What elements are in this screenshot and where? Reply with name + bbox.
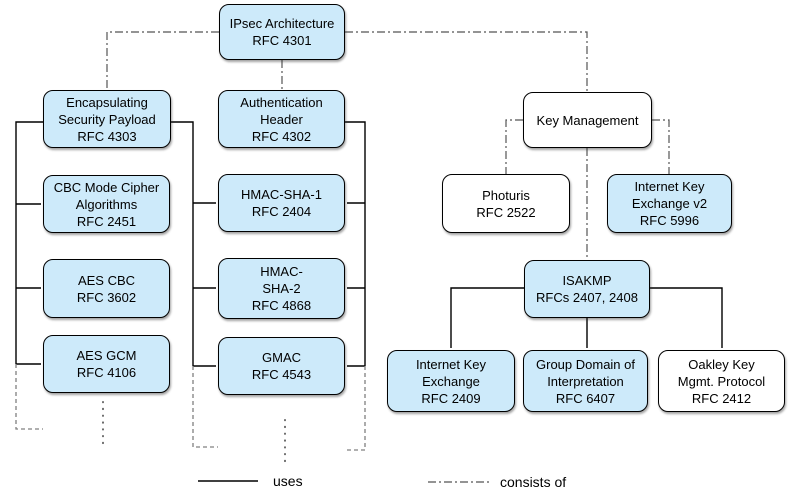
node-oakley-key-mgmt-protocol: Oakley Key Mgmt. Protocol RFC 2412	[658, 350, 785, 412]
node-rfc: RFC 4303	[77, 128, 137, 144]
legend-consists-of-label: consists of	[500, 474, 567, 490]
node-label: Oakley Key	[688, 356, 755, 372]
node-rfc: RFC 2409	[421, 390, 481, 406]
node-label: Security Payload	[58, 111, 156, 127]
node-hmac-sha-2: HMAC- SHA-2 RFC 4868	[218, 258, 345, 319]
node-aes-cbc: AES CBC RFC 3602	[43, 259, 170, 318]
node-label: Key Management	[536, 112, 639, 128]
edge-uses-isakmp-ike	[450, 287, 524, 348]
node-rfc: RFC 6407	[555, 390, 616, 406]
node-encapsulating-security-payload: Encapsulating Security Payload RFC 4303	[43, 90, 171, 148]
node-authentication-header: Authentication Header RFC 4302	[218, 90, 345, 148]
node-cbc-mode-cipher-algorithms: CBC Mode Cipher Algorithms RFC 2451	[43, 175, 170, 233]
edge-consists-keymgmt-ikev2	[652, 119, 670, 174]
node-rfc: RFC 4302	[251, 128, 312, 144]
continuation-arrow-ah-right	[347, 366, 366, 451]
node-label: CBC Mode Cipher	[53, 179, 160, 195]
node-label: Photuris	[482, 187, 530, 203]
trunk-ah-right	[343, 121, 366, 366]
node-label: SHA-2	[262, 281, 301, 296]
node-label: Algorithms	[75, 196, 138, 212]
node-rfc: RFC 4106	[76, 365, 137, 380]
node-label: Group Domain of	[536, 356, 635, 372]
node-key-management: Key Management	[523, 92, 652, 148]
node-rfc: RFC 4543	[251, 367, 312, 382]
node-label: HMAC-SHA-1	[241, 187, 322, 202]
node-rfc: RFC 5996	[639, 213, 700, 228]
node-internet-key-exchange-v2: Internet Key Exchange v2 RFC 5996	[607, 174, 732, 233]
node-rfc: RFC 4301	[252, 33, 312, 48]
node-label: Mgmt. Protocol	[677, 373, 766, 389]
node-label: ISAKMP	[562, 273, 612, 288]
node-label: Internet Key	[634, 179, 705, 194]
node-label: AES GCM	[76, 348, 137, 363]
node-label: HMAC-	[260, 264, 303, 279]
node-label: Internet Key	[415, 356, 487, 372]
node-isakmp: ISAKMP RFCs 2407, 2408	[524, 260, 650, 318]
node-internet-key-exchange: Internet Key Exchange RFC 2409	[387, 350, 515, 412]
node-gmac: GMAC RFC 4543	[218, 337, 345, 395]
trunk-esp-right	[170, 121, 194, 366]
edge-uses-isakmp-oakley	[650, 287, 723, 348]
node-rfc: RFC 2522	[476, 204, 536, 220]
node-rfc: RFC 4868	[251, 298, 312, 313]
node-aes-gcm: AES GCM RFC 4106	[43, 335, 170, 393]
node-ipsec-architecture: IPsec Architecture RFC 4301	[219, 4, 345, 60]
node-photuris: Photuris RFC 2522	[442, 174, 570, 233]
continuation-arrow-esp-right	[192, 366, 218, 448]
node-label: Exchange	[422, 373, 480, 389]
node-label: Exchange v2	[631, 196, 708, 211]
node-label: Header	[260, 111, 303, 127]
node-label: Authentication	[240, 94, 323, 110]
node-hmac-sha-1: HMAC-SHA-1 RFC 2404	[218, 174, 345, 232]
node-rfc: RFC 2451	[76, 213, 137, 229]
legend-uses-label: uses	[273, 473, 303, 489]
edge-consists-ipsec-esp	[106, 31, 219, 90]
trunk-esp-left	[15, 121, 44, 364]
node-rfc: RFC 2412	[691, 390, 752, 406]
node-rfc: RFC 2404	[251, 204, 312, 219]
node-group-domain-of-interpretation: Group Domain of Interpretation RFC 6407	[523, 350, 648, 412]
node-label: GMAC	[262, 350, 301, 365]
node-label: Interpretation	[547, 373, 624, 389]
node-rfc: RFC 3602	[76, 289, 137, 305]
node-label: Encapsulating	[66, 94, 148, 110]
node-rfc: RFCs 2407, 2408	[536, 290, 638, 305]
node-label: AES CBC	[77, 272, 136, 288]
edge-consists-keymgmt-photuris	[505, 119, 523, 174]
edge-consists-ipsec-keymgmt	[345, 31, 588, 92]
node-label: IPsec Architecture	[229, 16, 335, 31]
continuation-arrow-esp-left	[15, 364, 43, 430]
